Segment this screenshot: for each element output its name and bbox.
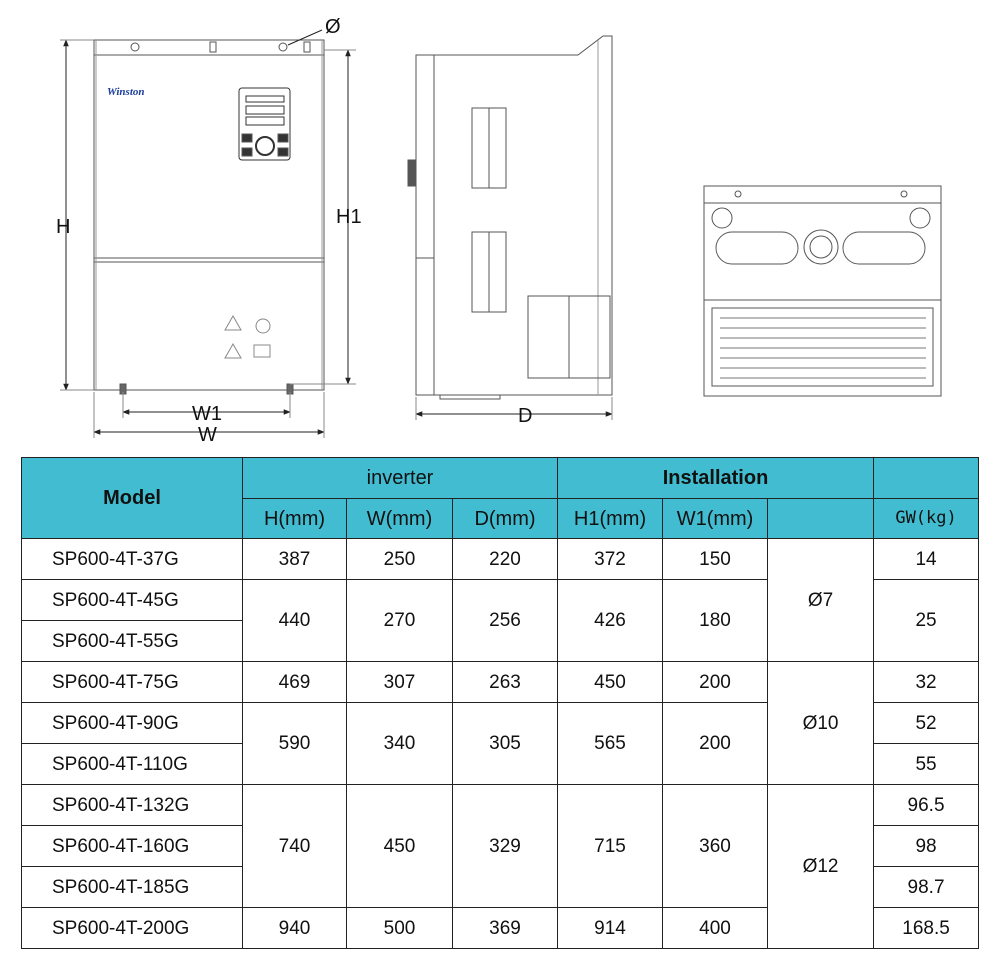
gw-cell: 25 bbox=[873, 579, 980, 662]
header-row-groups: Model inverter Installation bbox=[21, 457, 980, 539]
label-d: D bbox=[518, 405, 532, 427]
d-cell: 369 bbox=[451, 907, 559, 949]
gw-cell: 98 bbox=[873, 825, 980, 867]
model-cell: SP600-4T-110G bbox=[21, 743, 243, 785]
h1-cell: 715 bbox=[557, 784, 664, 908]
hole-cell: Ø10 bbox=[767, 661, 875, 785]
label-w: W bbox=[198, 424, 217, 446]
model-cell: SP600-4T-75G bbox=[21, 661, 243, 703]
table-row: SP600-4T-75G 469 307 263 450 200 Ø10 32 bbox=[21, 661, 980, 785]
gw-cell: 98.7 bbox=[873, 866, 980, 908]
col-header-d: D(mm) bbox=[451, 498, 559, 539]
d-cell: 220 bbox=[451, 538, 559, 580]
col-header-hole-blank bbox=[767, 498, 875, 539]
h1-cell: 565 bbox=[557, 702, 664, 785]
col-header-h1: H1(mm) bbox=[557, 498, 664, 539]
h-cell: 387 bbox=[242, 538, 347, 580]
side-view bbox=[407, 35, 613, 400]
model-cell: SP600-4T-160G bbox=[21, 825, 243, 867]
w-cell: 500 bbox=[346, 907, 453, 949]
header-row-columns: H(mm) W(mm) D(mm) H1(mm) W1(mm) GW(kg) bbox=[22, 498, 980, 539]
hole-cell: Ø12 bbox=[767, 784, 875, 949]
col-header-w: W(mm) bbox=[346, 498, 453, 539]
h1-cell: 426 bbox=[557, 579, 664, 662]
w1-cell: 180 bbox=[662, 579, 769, 662]
w1-cell: 150 bbox=[662, 538, 769, 580]
w1-cell: 200 bbox=[662, 661, 769, 703]
gw-cell: 96.5 bbox=[873, 784, 980, 826]
col-header-gw: GW(kg) bbox=[873, 498, 980, 539]
table-row: SP600-4T-185G 98.7 bbox=[21, 866, 980, 908]
bottom-view bbox=[703, 185, 942, 397]
front-view bbox=[93, 39, 325, 395]
label-w1: W1 bbox=[192, 403, 222, 425]
inverter-group-header: inverter bbox=[241, 457, 559, 499]
w-cell: 450 bbox=[346, 784, 453, 908]
model-cell: SP600-4T-185G bbox=[21, 866, 243, 908]
w1-cell: 360 bbox=[662, 784, 769, 908]
table-row: SP600-4T-132G 740 450 329 715 360 Ø12 96… bbox=[21, 784, 980, 949]
gw-cell: 14 bbox=[873, 538, 980, 580]
w-cell: 307 bbox=[346, 661, 453, 703]
w1-cell: 200 bbox=[662, 702, 769, 785]
model-header: Model bbox=[21, 457, 243, 539]
gw-cell: 32 bbox=[873, 661, 980, 703]
h1-cell: 914 bbox=[557, 907, 664, 949]
h-cell: 440 bbox=[242, 579, 347, 662]
gw-group-header-blank bbox=[873, 457, 980, 499]
model-cell: SP600-4T-90G bbox=[21, 702, 243, 744]
w-cell: 340 bbox=[346, 702, 453, 785]
d-cell: 263 bbox=[451, 661, 559, 703]
brand-logo: Winston bbox=[107, 86, 145, 98]
model-cell: SP600-4T-37G bbox=[21, 538, 243, 580]
w1-cell: 400 bbox=[662, 907, 769, 949]
d-cell: 329 bbox=[451, 784, 559, 908]
d-cell: 305 bbox=[451, 702, 559, 785]
table-row: SP600-4T-45G 440 270 256 426 180 25 bbox=[21, 579, 980, 662]
w-cell: 270 bbox=[346, 579, 453, 662]
model-cell: SP600-4T-132G bbox=[21, 784, 243, 826]
spec-table: Model inverter Installation H(mm) W(mm) … bbox=[21, 457, 980, 949]
hole-cell: Ø7 bbox=[767, 538, 875, 662]
label-hole: Ø bbox=[325, 16, 341, 38]
table-row: SP600-4T-37G 387 250 220 372 150 Ø7 14 bbox=[21, 538, 980, 662]
gw-cell: 168.5 bbox=[873, 907, 980, 949]
table-row: SP600-4T-90G 590 340 305 565 200 52 bbox=[21, 702, 980, 785]
h-cell: 940 bbox=[242, 907, 347, 949]
installation-group-header: Installation bbox=[557, 457, 875, 499]
h-cell: 740 bbox=[242, 784, 347, 908]
gw-cell: 55 bbox=[873, 743, 980, 785]
label-h1: H1 bbox=[336, 206, 362, 228]
model-cell: SP600-4T-45G bbox=[21, 579, 243, 621]
col-header-w1: W1(mm) bbox=[662, 498, 769, 539]
model-cell: SP600-4T-200G bbox=[21, 907, 243, 949]
label-h: H bbox=[56, 216, 70, 238]
h1-cell: 372 bbox=[557, 538, 664, 580]
side-vents bbox=[471, 107, 611, 379]
h1-cell: 450 bbox=[557, 661, 664, 703]
col-header-h: H(mm) bbox=[242, 498, 347, 539]
h-cell: 469 bbox=[242, 661, 347, 703]
table-row: SP600-4T-110G 55 bbox=[21, 743, 980, 785]
gw-cell: 52 bbox=[873, 702, 980, 744]
h-cell: 590 bbox=[242, 702, 347, 785]
model-cell: SP600-4T-55G bbox=[21, 620, 243, 662]
d-cell: 256 bbox=[451, 579, 559, 662]
w-cell: 250 bbox=[346, 538, 453, 580]
table-row: SP600-4T-200G 940 500 369 914 400 168.5 bbox=[21, 907, 980, 949]
dimension-drawings: Winston H H1 W1 W Ø bbox=[56, 16, 942, 446]
